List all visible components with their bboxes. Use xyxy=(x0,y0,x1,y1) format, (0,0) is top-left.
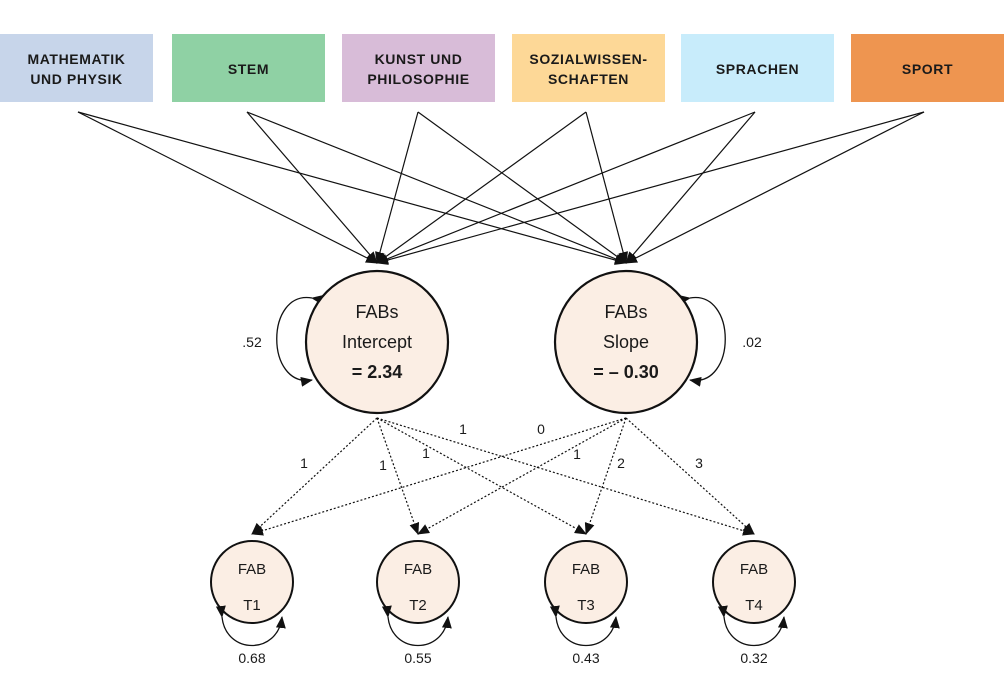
slope-loading-label-t1: 0 xyxy=(537,421,545,437)
intercept-line2: Intercept xyxy=(342,332,412,352)
observed-node-t1: FAB T1 0.68 xyxy=(210,540,294,666)
slope-loading-arrow-t4 xyxy=(625,417,755,535)
predictor-4-to-slope-arrow xyxy=(585,111,629,264)
intercept-loading-label-t3: 1 xyxy=(422,445,430,461)
observed-label-t3: FAB xyxy=(572,561,600,578)
predictor-label-3-line2: PHILOSOPHIE xyxy=(367,71,469,87)
intercept-loading-label-t1: 1 xyxy=(300,455,308,471)
observed-node-t2: FAB T2 0.55 xyxy=(376,540,460,666)
intercept-loading-arrow-t1 xyxy=(251,417,378,535)
observed-time-t2: T2 xyxy=(409,597,427,614)
slope-variance-label: .02 xyxy=(742,334,762,350)
slope-variance-loop xyxy=(678,294,726,387)
intercept-loading-arrow-t2 xyxy=(376,417,420,535)
predictor-6-to-slope-arrow xyxy=(625,111,925,264)
residual-label-t2: 0.55 xyxy=(404,650,431,666)
observed-time-t4: T4 xyxy=(745,597,763,614)
residual-loop-t3 xyxy=(549,605,620,647)
observed-time-t3: T3 xyxy=(577,597,595,614)
intercept-loading-arrow-t3 xyxy=(376,417,587,535)
predictor-label-3-line1: KUNST UND xyxy=(375,51,463,67)
predictor-4-to-intercept-arrow xyxy=(376,111,587,264)
predictor-box-4: SOZIALWISSEN- SCHAFTEN xyxy=(512,34,665,102)
observed-label-t2: FAB xyxy=(404,561,432,578)
predictor-boxes: MATHEMATIK UND PHYSIK STEM KUNST UND PHILOSO… xyxy=(0,34,1004,102)
predictor-3-to-intercept-arrow xyxy=(375,111,419,264)
residual-loop-t2 xyxy=(381,605,452,647)
predictor-box-6: SPORT xyxy=(851,34,1004,102)
predictor-label-5-line1: SPRACHEN xyxy=(716,61,799,77)
slope-loading-arrow-t1 xyxy=(251,417,627,536)
observed-nodes: FAB T1 0.68 FAB T2 0.55 FAB T3 0.43 FAB T4 0.32 xyxy=(210,540,796,666)
predictor-label-6-line1: SPORT xyxy=(902,61,953,77)
predictor-1-to-slope-arrow xyxy=(77,111,627,265)
intercept-variance-label: .52 xyxy=(242,334,262,350)
predictor-arrows xyxy=(77,111,925,265)
slope-line1: FABs xyxy=(604,302,647,322)
predictor-1-to-intercept-arrow xyxy=(77,111,378,264)
predictor-box-5: SPRACHEN xyxy=(681,34,834,102)
predictor-5-to-slope-arrow xyxy=(625,111,756,264)
intercept-loading-arrow-t4 xyxy=(376,417,755,536)
observed-node-t3: FAB T3 0.43 xyxy=(544,540,628,666)
residual-label-t4: 0.32 xyxy=(740,650,767,666)
predictor-box-3: KUNST UND PHILOSOPHIE xyxy=(342,34,495,102)
slope-node: FABs Slope = – 0.30 xyxy=(553,269,699,415)
predictor-label-4-line1: SOZIALWISSEN- xyxy=(529,51,647,67)
intercept-loading-label-t4: 1 xyxy=(459,421,467,437)
observed-label-t1: FAB xyxy=(238,561,266,578)
predictor-label-4-line2: SCHAFTEN xyxy=(548,71,629,87)
intercept-mean: = 2.34 xyxy=(352,362,403,382)
predictor-label-1-line1: MATHEMATIK xyxy=(27,51,125,67)
loading-arrows: 1 1 1 1 0 1 2 3 xyxy=(251,417,755,536)
residual-loop-t4 xyxy=(717,605,788,647)
intercept-node: FABs Intercept = 2.34 xyxy=(304,269,450,415)
observed-node-t4: FAB T4 0.32 xyxy=(712,540,796,666)
predictor-5-to-intercept-arrow xyxy=(376,111,756,264)
intercept-loading-label-t2: 1 xyxy=(379,457,387,473)
residual-label-t1: 0.68 xyxy=(238,650,265,666)
predictor-label-2-line1: STEM xyxy=(228,61,269,77)
observed-label-t4: FAB xyxy=(740,561,768,578)
slope-loading-label-t3: 2 xyxy=(617,455,625,471)
predictor-6-to-intercept-arrow xyxy=(376,111,925,265)
slope-line2: Slope xyxy=(603,332,649,352)
predictor-2-to-intercept-arrow xyxy=(246,111,378,264)
predictor-2-to-slope-arrow xyxy=(246,111,627,264)
slope-loading-label-t4: 3 xyxy=(695,455,703,471)
residual-label-t3: 0.43 xyxy=(572,650,599,666)
slope-loading-label-t2: 1 xyxy=(573,446,581,462)
slope-loading-arrow-t3 xyxy=(584,417,627,535)
slope-mean: = – 0.30 xyxy=(593,362,659,382)
intercept-line1: FABs xyxy=(355,302,398,322)
intercept-variance-loop xyxy=(276,294,324,387)
predictor-box-1: MATHEMATIK UND PHYSIK xyxy=(0,34,153,102)
observed-time-t1: T1 xyxy=(243,597,261,614)
residual-loop-t1 xyxy=(215,605,286,647)
slope-loading-arrow-t2 xyxy=(417,417,627,535)
predictor-box-2: STEM xyxy=(172,34,325,102)
predictor-label-1-line2: UND PHYSIK xyxy=(30,71,122,87)
predictor-3-to-slope-arrow xyxy=(417,111,627,264)
